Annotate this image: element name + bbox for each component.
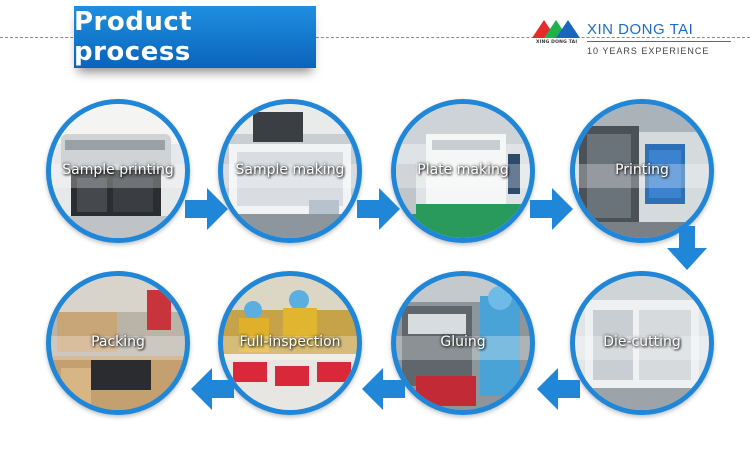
step-label: Packing: [91, 334, 145, 350]
brand-name: XIN DONG TAI: [587, 21, 694, 38]
step-label: Sample making: [235, 162, 345, 178]
step-full-inspection: Full-inspection: [218, 271, 362, 415]
step-label: Sample printing: [62, 162, 174, 178]
company-logo: XING DONG TAI XIN DONG TAI 10 YEARS EXPE…: [530, 18, 731, 60]
arrow-down-icon: [667, 226, 707, 270]
step-sample-printing: Sample printing: [46, 99, 190, 243]
page-title: Product process: [74, 7, 193, 67]
full-inspection-photo: [223, 276, 357, 410]
arrow-right-icon: [530, 188, 573, 230]
die-cutting-photo: [575, 276, 709, 410]
step-label: Full-inspection: [239, 334, 341, 350]
arrow-right-icon: [357, 188, 400, 230]
step-label: Gluing: [440, 334, 486, 350]
step-plate-making: Plate making: [391, 99, 535, 243]
header-dashed-divider: [0, 37, 750, 38]
printing-photo: [575, 104, 709, 238]
step-sample-making: Sample making: [218, 99, 362, 243]
arrow-right-icon: [185, 188, 228, 230]
step-label: Printing: [615, 162, 669, 178]
logo-small-text: XING DONG TAI: [536, 40, 578, 45]
logo-triangles-icon: [532, 20, 580, 38]
brand-rule: [587, 41, 731, 42]
sample-printing-photo: [51, 104, 185, 238]
arrow-left-icon: [191, 368, 234, 410]
step-printing: Printing: [570, 99, 714, 243]
step-packing: Packing: [46, 271, 190, 415]
step-die-cutting: Die-cutting: [570, 271, 714, 415]
step-label: Die-cutting: [603, 334, 681, 350]
arrow-left-icon: [362, 368, 405, 410]
brand-slogan: 10 YEARS EXPERIENCE: [587, 46, 710, 56]
arrow-left-icon: [537, 368, 580, 410]
gluing-photo: [396, 276, 530, 410]
step-label: Plate making: [417, 162, 509, 178]
title-banner: Product process: [74, 6, 316, 68]
step-gluing: Gluing: [391, 271, 535, 415]
